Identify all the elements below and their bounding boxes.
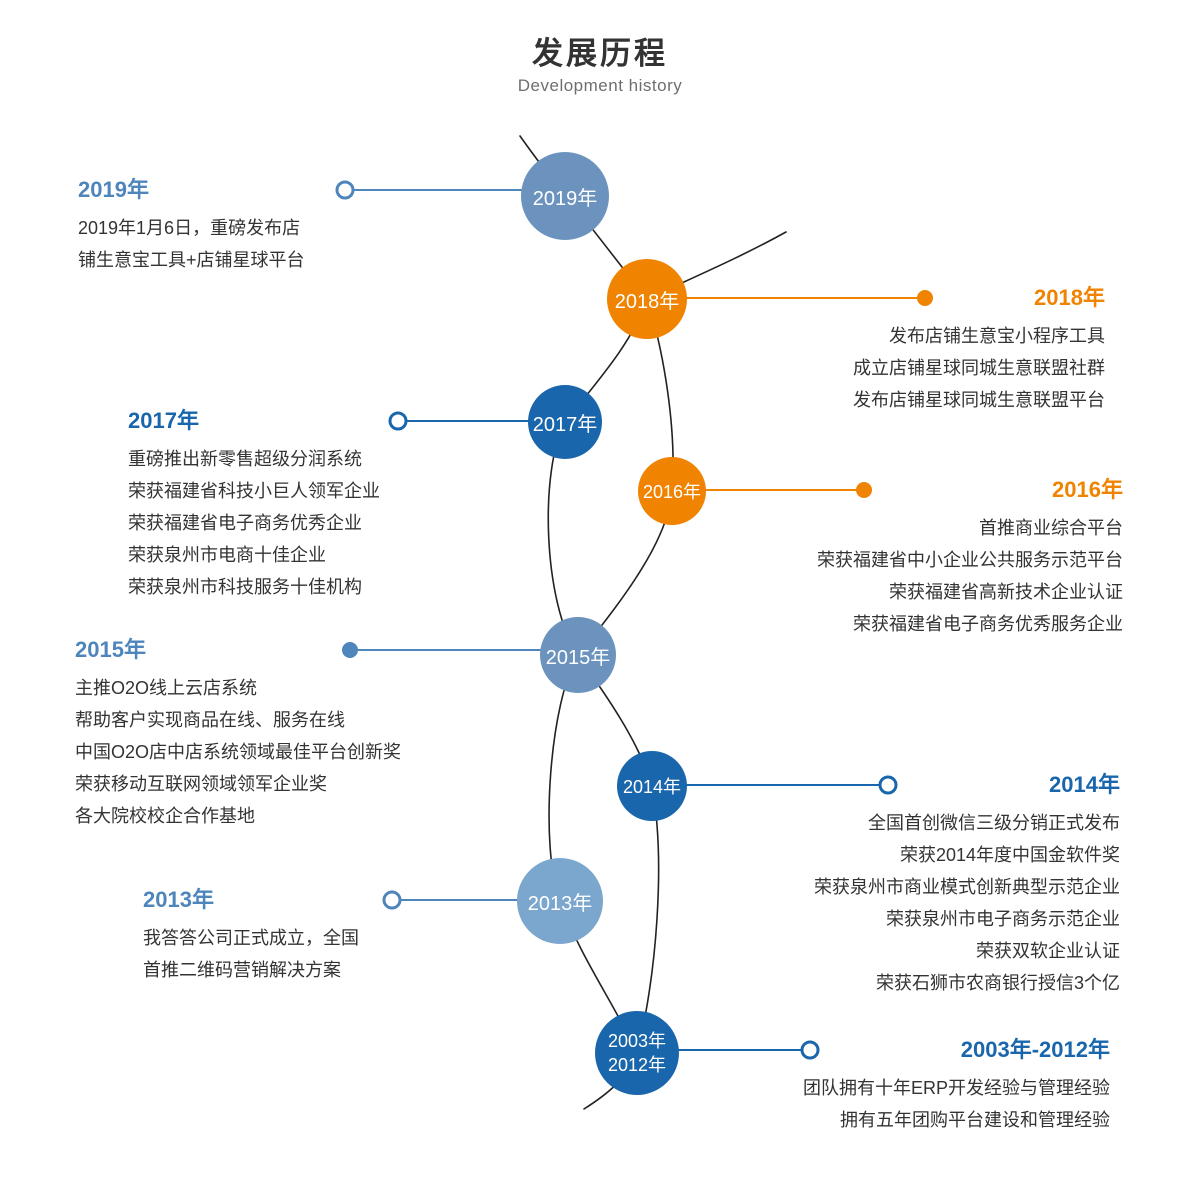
milestone-2003-2012-item-1: 团队拥有十年ERP开发经验与管理经验 xyxy=(802,1078,1110,1098)
timeline-node-2012-label: 2012年 xyxy=(607,1055,667,1075)
milestone-2017-item-2: 荣获福建省科技小巨人领军企业 xyxy=(128,481,380,501)
milestone-2014-year: 2014年 xyxy=(1049,772,1120,797)
milestone-2018-year: 2018年 xyxy=(1034,285,1105,310)
timeline-node-2018: 2018年 xyxy=(607,259,687,339)
milestone-2018-item-1: 发布店铺生意宝小程序工具 xyxy=(889,326,1105,346)
timeline-node-2019-label: 2019年 xyxy=(532,187,598,210)
milestone-2003-2012-year: 2003年-2012年 xyxy=(960,1037,1110,1062)
timeline-node-2018-label: 2018年 xyxy=(614,290,680,313)
milestone-2015-year: 2015年 xyxy=(75,637,146,662)
milestone-2017: 2017年 重磅推出新零售超级分润系统 荣获福建省科技小巨人领军企业 荣获福建省… xyxy=(128,407,380,603)
milestone-2014-item-3: 荣获泉州市商业模式创新典型示范企业 xyxy=(814,877,1120,897)
timeline-node-2015-label: 2015年 xyxy=(545,646,611,669)
milestone-2018-item-2: 成立店铺星球同城生意联盟社群 xyxy=(853,358,1105,378)
milestone-2018: 2018年 发布店铺生意宝小程序工具 成立店铺星球同城生意联盟社群 发布店铺星球… xyxy=(853,284,1105,416)
timeline-node-2017: 2017年 xyxy=(528,385,602,459)
milestone-2015-item-4: 荣获移动互联网领域领军企业奖 xyxy=(75,774,327,794)
milestone-2003-2012: 2003年-2012年 团队拥有十年ERP开发经验与管理经验 拥有五年团购平台建… xyxy=(803,1036,1110,1136)
milestone-2018-item-3: 发布店铺星球同城生意联盟平台 xyxy=(853,390,1105,410)
connector-dot-2015 xyxy=(342,642,358,658)
milestone-2015: 2015年 主推O2O线上云店系统 帮助客户实现商品在线、服务在线 中国O2O店… xyxy=(75,636,401,832)
milestone-2014-item-2: 荣获2014年度中国金软件奖 xyxy=(899,845,1120,865)
connector-dot-2014 xyxy=(878,775,898,795)
milestone-2017-item-5: 荣获泉州市科技服务十佳机构 xyxy=(128,577,362,597)
milestone-2014-item-1: 全国首创微信三级分销正式发布 xyxy=(868,813,1120,833)
timeline-node-2016: 2016年 xyxy=(638,457,706,525)
milestone-2015-item-1: 主推O2O线上云店系统 xyxy=(75,678,258,698)
timeline-node-2019: 2019年 xyxy=(521,152,609,240)
milestone-2017-item-4: 荣获泉州市电商十佳企业 xyxy=(128,545,326,565)
timeline-node-2015: 2015年 xyxy=(540,617,616,693)
milestone-2013: 2013年 我答答公司正式成立，全国 首推二维码营销解决方案 xyxy=(143,886,359,986)
connector-dot-2016 xyxy=(856,482,872,498)
timeline-node-2014-label: 2014年 xyxy=(622,777,682,797)
milestone-2015-item-3: 中国O2O店中店系统领域最佳平台创新奖 xyxy=(75,742,402,762)
connector-dot-2013 xyxy=(382,890,402,910)
milestone-2016-item-1: 首推商业综合平台 xyxy=(979,518,1123,538)
milestone-2016-item-3: 荣获福建省高新技术企业认证 xyxy=(889,582,1123,602)
milestone-2016-item-4: 荣获福建省电子商务优秀服务企业 xyxy=(853,614,1123,634)
page-title: 发展历程 xyxy=(532,36,668,71)
milestone-2014: 2014年 全国首创微信三级分销正式发布 荣获2014年度中国金软件奖 荣获泉州… xyxy=(814,771,1120,999)
milestone-2017-item-3: 荣获福建省电子商务优秀企业 xyxy=(128,513,362,533)
milestone-2013-item-1: 我答答公司正式成立，全国 xyxy=(143,928,359,948)
milestone-2019: 2019年 2019年1月6日，重磅发布店 铺生意宝工具+店铺星球平台 xyxy=(78,176,305,276)
milestone-2016: 2016年 首推商业综合平台 荣获福建省中小企业公共服务示范平台 荣获福建省高新… xyxy=(817,476,1123,640)
milestone-2015-item-2: 帮助客户实现商品在线、服务在线 xyxy=(75,710,345,730)
timeline-node-2003-label: 2003年 xyxy=(607,1030,667,1051)
timeline-node-2003-2012: 2003年 2012年 xyxy=(595,1011,679,1095)
milestone-2003-2012-item-2: 拥有五年团购平台建设和管理经验 xyxy=(840,1110,1110,1130)
connector-dot-2019 xyxy=(335,180,355,200)
page-subtitle: Development history xyxy=(517,76,683,95)
milestone-2017-year: 2017年 xyxy=(128,408,199,433)
milestone-2013-year: 2013年 xyxy=(143,887,214,912)
milestone-2019-item-1: 2019年1月6日，重磅发布店 xyxy=(78,218,301,238)
milestone-2016-year: 2016年 xyxy=(1052,477,1123,502)
milestone-2013-item-2: 首推二维码营销解决方案 xyxy=(143,960,341,980)
connector-2018 xyxy=(648,290,933,306)
timeline-node-2017-label: 2017年 xyxy=(532,413,598,436)
connector-dot-2017 xyxy=(388,411,408,431)
timeline-node-2016-label: 2016年 xyxy=(642,482,702,502)
timeline-node-2013-label: 2013年 xyxy=(527,892,593,915)
connector-2014 xyxy=(653,775,898,795)
connector-dot-2018 xyxy=(917,290,933,306)
milestone-2017-item-1: 重磅推出新零售超级分润系统 xyxy=(128,449,362,469)
milestone-2016-item-2: 荣获福建省中小企业公共服务示范平台 xyxy=(817,550,1123,570)
milestone-2019-item-2: 铺生意宝工具+店铺星球平台 xyxy=(78,250,305,270)
milestone-2014-item-4: 荣获泉州市电子商务示范企业 xyxy=(886,909,1120,929)
milestone-2014-item-5: 荣获双软企业认证 xyxy=(976,941,1120,961)
timeline-node-2013: 2013年 xyxy=(517,858,603,944)
timeline-node-2014: 2014年 xyxy=(617,751,687,821)
milestone-2019-year: 2019年 xyxy=(78,177,149,202)
milestone-2015-item-5: 各大院校校企合作基地 xyxy=(75,806,255,826)
connector-dot-2003-2012 xyxy=(800,1040,820,1060)
milestone-2014-item-6: 荣获石狮市农商银行授信3个亿 xyxy=(875,973,1120,993)
timeline-strand-a xyxy=(519,135,660,1110)
